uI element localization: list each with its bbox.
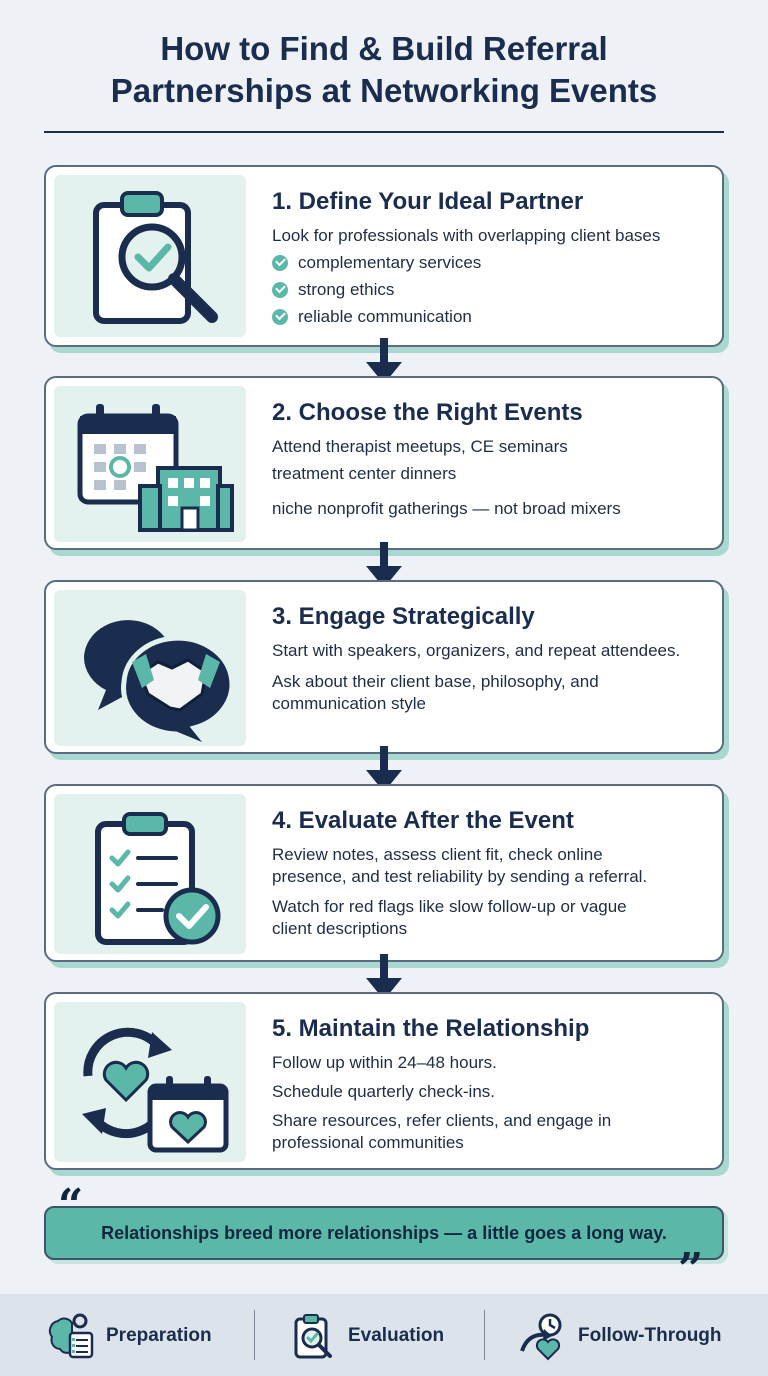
- check-icon: [272, 282, 288, 298]
- speech-bubbles-handshake-icon: [54, 590, 246, 746]
- step-card-1: 1. Define Your Ideal Partner Look for pr…: [44, 165, 724, 347]
- down-arrow-icon: [366, 746, 402, 792]
- step-4-line: Watch for red flags like slow follow-up …: [272, 897, 627, 916]
- footer-item-preparation: Preparation: [46, 1310, 212, 1362]
- footer-label: Evaluation: [348, 1325, 445, 1346]
- step-5-title: 5. Maintain the Relationship: [272, 1015, 590, 1042]
- step-4-line: client descriptions: [272, 919, 408, 938]
- footer-divider: [484, 1310, 485, 1360]
- cycle-heart-calendar-icon: [54, 1002, 246, 1162]
- checklist-clipboard-icon: [54, 794, 246, 954]
- step-3-line: Start with speakers, organizers, and rep…: [272, 641, 681, 660]
- close-quote-icon: ”: [678, 1244, 704, 1295]
- step-3-line: communication style: [272, 694, 427, 713]
- step-2-title: 2. Choose the Right Events: [272, 399, 583, 426]
- step-card-4: 4. Evaluate After the Event Review notes…: [44, 784, 724, 962]
- footer-label: Follow-Through: [578, 1325, 722, 1346]
- step-4-line: Review notes, assess client fit, check o…: [272, 845, 603, 864]
- footer-item-evaluation: Evaluation: [288, 1310, 444, 1362]
- down-arrow-icon: [366, 338, 402, 384]
- step-2-line: niche nonprofit gatherings — not broad m…: [272, 499, 621, 518]
- quote-banner: Relationships breed more relationships —…: [44, 1206, 724, 1260]
- brain-gear-checklist-icon: [48, 1313, 94, 1359]
- calendar-building-icon: [54, 386, 246, 542]
- down-arrow-icon: [366, 542, 402, 588]
- title-divider: [44, 131, 724, 133]
- title-line-1: How to Find & Build Referral: [160, 30, 608, 67]
- step-1-intro: Look for professionals with overlapping …: [272, 226, 661, 245]
- step-3-line: Ask about their client base, philosophy,…: [272, 672, 599, 691]
- step-1-title: 1. Define Your Ideal Partner: [272, 188, 584, 215]
- step-5-line: Schedule quarterly check-ins.: [272, 1082, 496, 1101]
- check-icon: [272, 255, 288, 271]
- check-item: complementary services: [272, 252, 702, 274]
- check-item: reliable communication: [272, 306, 702, 328]
- check-item-text: complementary services: [298, 253, 482, 272]
- title-line-2: Partnerships at Networking Events: [110, 72, 658, 109]
- step-card-5: 5. Maintain the Relationship Follow up w…: [44, 992, 724, 1170]
- footer-bar: Preparation Evaluation Follow-Through: [0, 1294, 768, 1376]
- step-card-3: 3. Engage Strategically Start with speak…: [44, 580, 724, 754]
- step-3-title: 3. Engage Strategically: [272, 603, 535, 630]
- check-item: strong ethics: [272, 279, 702, 301]
- step-4-line: presence, and test reliability by sendin…: [272, 867, 648, 886]
- open-quote-icon: “: [58, 1180, 84, 1231]
- down-arrow-icon: [366, 954, 402, 1000]
- check-icon: [272, 309, 288, 325]
- step-card-2: 2. Choose the Right Events Attend therap…: [44, 376, 724, 550]
- footer-divider: [254, 1310, 255, 1360]
- step-5-line: professional communities: [272, 1133, 464, 1152]
- quote-text: Relationships breed more relationships —…: [101, 1223, 667, 1243]
- clock-arrow-heart-icon: [520, 1313, 562, 1361]
- clipboard-magnifier-icon: [294, 1314, 332, 1359]
- check-item-text: strong ethics: [298, 280, 395, 299]
- footer-item-follow-through: Follow-Through: [518, 1310, 722, 1362]
- step-4-title: 4. Evaluate After the Event: [272, 807, 574, 834]
- clipboard-magnifier-check-icon: [54, 175, 246, 337]
- footer-label: Preparation: [106, 1325, 212, 1346]
- step-2-line: treatment center dinners: [272, 464, 457, 483]
- check-item-text: reliable communication: [298, 307, 472, 326]
- step-5-line: Share resources, refer clients, and enga…: [272, 1111, 612, 1130]
- step-5-line: Follow up within 24–48 hours.: [272, 1053, 497, 1072]
- step-2-line: Attend therapist meetups, CE seminars: [272, 437, 568, 456]
- page-title: How to Find & Build Referral Partnership…: [0, 28, 768, 112]
